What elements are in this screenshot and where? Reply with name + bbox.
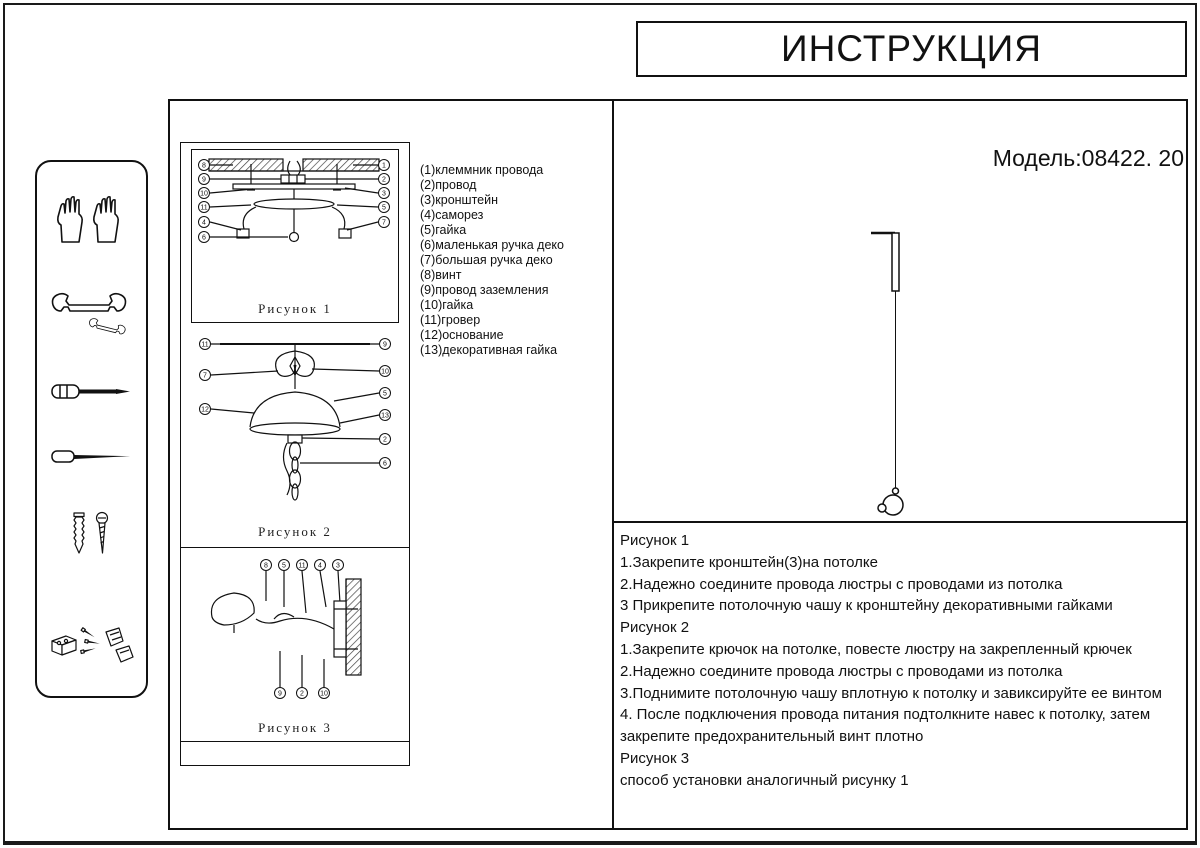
svg-text:11: 11 — [298, 563, 305, 570]
figure-1: 8 9 10 11 4 6 1 2 3 5 7 Рисунок 1 — [191, 149, 399, 323]
svg-text:1: 1 — [382, 163, 386, 170]
svg-text:3: 3 — [336, 563, 340, 570]
figure-1-caption: Рисунок 1 — [258, 301, 332, 316]
model-label: Модель:08422. 20 — [992, 145, 1184, 171]
svg-text:10: 10 — [320, 691, 328, 698]
part-item: (10)гайка — [420, 298, 474, 312]
figure-2: 11 7 12 9 10 5 13 2 6 Рисунок 2 — [181, 331, 409, 548]
part-item: (6)маленькая ручка деко — [420, 238, 564, 252]
instruction-line: Рисунок 1 — [620, 532, 690, 549]
svg-text:9: 9 — [202, 177, 206, 184]
instruction-line: 2.Надежно соедините провода люстры с про… — [620, 575, 1063, 593]
svg-text:2: 2 — [382, 177, 386, 184]
page-title: ИНСТРУКЦИЯ — [780, 28, 1042, 69]
svg-text:6: 6 — [383, 461, 387, 468]
svg-text:4: 4 — [318, 563, 322, 570]
anchors-icon — [48, 605, 136, 667]
part-item: (4)саморез — [420, 208, 484, 222]
svg-text:2: 2 — [300, 691, 304, 698]
figure-3: 8 5 11 4 3 9 2 10 Рисунок 3 — [181, 555, 409, 742]
figure-3-diagram: 8 5 11 4 3 9 2 10 — [210, 559, 362, 699]
svg-text:7: 7 — [203, 373, 207, 380]
figures-box: 8 9 10 11 4 6 1 2 3 5 7 Рисунок 1 — [180, 142, 410, 766]
instructions-text: Рисунок 1 1.Закрепите кронштейн(3)на пот… — [620, 530, 1198, 792]
figure-1-diagram: 8 9 10 11 4 6 1 2 3 5 7 — [198, 158, 390, 243]
svg-text:6: 6 — [202, 235, 206, 242]
part-item: (12)основание — [420, 328, 504, 342]
svg-text:11: 11 — [200, 205, 207, 212]
instruction-line: 1.Закрепите крючок на потолке, повесте л… — [620, 640, 1132, 658]
svg-text:11: 11 — [201, 342, 208, 349]
svg-text:10: 10 — [381, 369, 389, 376]
svg-text:13: 13 — [381, 413, 389, 420]
figure-2-diagram: 11 7 12 9 10 5 13 2 6 — [199, 338, 391, 501]
page-border — [3, 3, 1197, 845]
part-item: (5)гайка — [420, 223, 467, 237]
instruction-line: 2.Надежно соедините провода люстры с про… — [620, 662, 1063, 680]
part-item: (13)декоративная гайка — [420, 343, 558, 357]
svg-text:2: 2 — [383, 437, 387, 444]
instruction-line: 4. После подключения провода питания под… — [620, 706, 1151, 746]
instruction-line: способ установки аналогичный рисунку 1 — [620, 771, 909, 789]
figure-2-caption: Рисунок 2 — [258, 524, 332, 539]
main-content-box: 8 9 10 11 4 6 1 2 3 5 7 Рисунок 1 — [168, 99, 1188, 830]
instruction-line: 3.Поднимите потолочную чашу вплотную к п… — [620, 684, 1162, 702]
svg-text:9: 9 — [278, 691, 282, 698]
svg-text:5: 5 — [382, 205, 386, 212]
part-item: (2)провод — [420, 178, 477, 192]
part-item: (3)кронштейн — [420, 193, 499, 207]
wrench-icon — [50, 289, 134, 337]
part-item: (1)клеммник провода — [420, 163, 544, 177]
svg-text:10: 10 — [200, 191, 208, 198]
svg-text:7: 7 — [382, 220, 386, 227]
instruction-line: Рисунок 3 — [620, 749, 690, 767]
instruction-line: 3 Прикрепите потолочную чашу к кронштейн… — [620, 597, 1113, 615]
title-box: ИНСТРУКЦИЯ — [636, 21, 1187, 77]
horizontal-divider — [614, 521, 1186, 523]
parts-list: (1)клеммник провода (2)провод (3)кронште… — [420, 163, 566, 358]
svg-text:9: 9 — [383, 342, 387, 349]
svg-text:8: 8 — [264, 563, 268, 570]
part-item: (9)провод заземления — [420, 283, 549, 297]
part-item: (8)винт — [420, 268, 462, 282]
tools-panel — [35, 160, 148, 698]
part-item: (7)большая ручка деко — [420, 253, 553, 267]
figure-3-caption: Рисунок 3 — [258, 720, 332, 735]
svg-text:5: 5 — [383, 391, 387, 398]
screwdriver-icon — [50, 380, 134, 404]
pendant-lamp-diagram — [865, 223, 915, 528]
vertical-divider — [612, 101, 614, 828]
svg-text:5: 5 — [282, 563, 286, 570]
svg-text:3: 3 — [382, 191, 386, 198]
svg-text:8: 8 — [202, 163, 206, 170]
svg-text:12: 12 — [201, 407, 209, 414]
screws-icon — [66, 510, 118, 562]
instruction-line: 1.Закрепите кронштейн(3)на потолке — [620, 553, 878, 571]
part-item: (11)гровер — [420, 313, 481, 327]
svg-text:4: 4 — [202, 220, 206, 227]
instruction-line: Рисунок 2 — [620, 619, 690, 637]
gloves-icon — [54, 192, 130, 246]
awl-icon — [50, 447, 134, 467]
